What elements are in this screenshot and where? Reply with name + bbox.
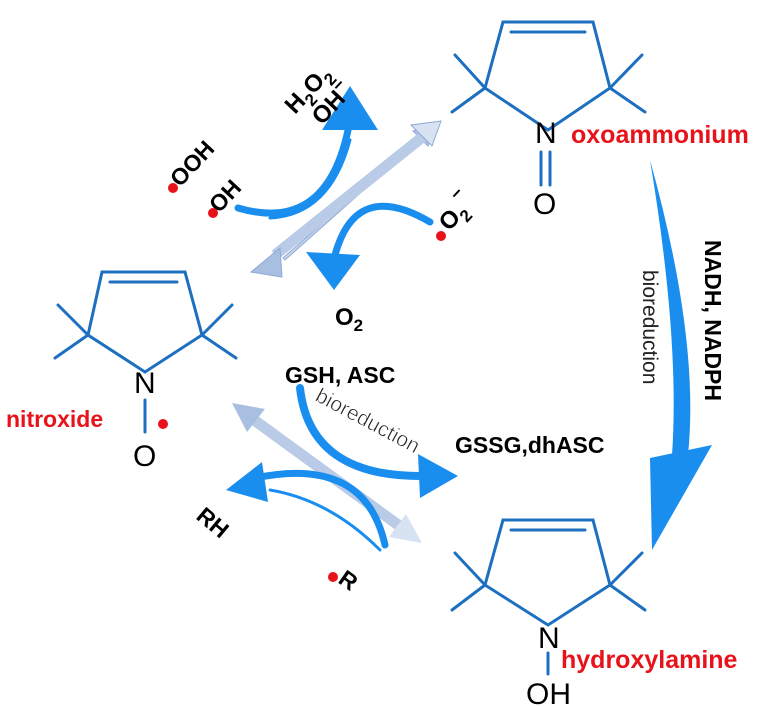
bioreduction-arrowhead xyxy=(650,445,712,550)
pale-arrow-top xyxy=(249,120,442,278)
hydroxylamine-oh-group: OH xyxy=(526,678,571,706)
blue-arrow-superoxide xyxy=(328,202,434,272)
svg-text:bioreduction: bioreduction xyxy=(638,270,661,384)
hydroxylamine-structure xyxy=(450,518,647,676)
oh-radical-dot xyxy=(208,208,218,218)
blue-arrow-peroxide-cycle xyxy=(234,116,354,220)
blue-arrow-gsh-reduction xyxy=(296,384,429,481)
svg-text:R: R xyxy=(334,565,363,596)
nitroxide-n-atom: N xyxy=(134,367,156,400)
arrowhead-o2 xyxy=(306,252,360,290)
pale-arrow-bottom xyxy=(232,403,422,543)
o2-label: O2 xyxy=(335,304,363,335)
nitroxide-o-atom: O xyxy=(133,440,156,473)
svg-text:RH: RH xyxy=(192,502,234,543)
nitroxide-radical-dot xyxy=(158,419,168,429)
bioreduction-arrow-shaft xyxy=(650,160,691,455)
bioreduction-right-label: bioreduction xyxy=(638,270,661,384)
r-radical-dot xyxy=(328,572,338,582)
gssg-dhasc-label: GSSG,dhASC xyxy=(455,432,605,458)
oxoammonium-n-atom: N xyxy=(535,117,557,150)
gsh-asc-label: GSH, ASC xyxy=(285,362,395,388)
oxoammonium-o-atom: O xyxy=(533,188,556,221)
rh-label: RH xyxy=(192,502,234,543)
hydroxylamine-label: hydroxylamine xyxy=(561,646,738,674)
arrowhead-rh xyxy=(226,462,268,502)
arrowhead-h2o2 xyxy=(322,86,378,130)
svg-text:NADH, NADPH: NADH, NADPH xyxy=(700,240,726,401)
oxoammonium-label: oxoammonium xyxy=(571,121,749,149)
arrowhead-gssg xyxy=(418,454,458,498)
superoxide-label: O2− xyxy=(426,183,483,240)
r-radical-label: R xyxy=(334,565,363,596)
nitroxide-label: nitroxide xyxy=(6,406,103,432)
blue-arrow-rh xyxy=(251,469,389,552)
nitroxide-structure xyxy=(53,270,238,434)
hydroxylamine-n-atom: N xyxy=(538,622,560,655)
superoxide-radical-dot xyxy=(436,231,446,241)
oxoammonium-structure xyxy=(450,20,647,187)
ooh-radical-dot xyxy=(168,183,178,193)
nadh-nadph-label: NADH, NADPH xyxy=(700,240,726,401)
svg-text:O2−: O2− xyxy=(426,183,483,240)
